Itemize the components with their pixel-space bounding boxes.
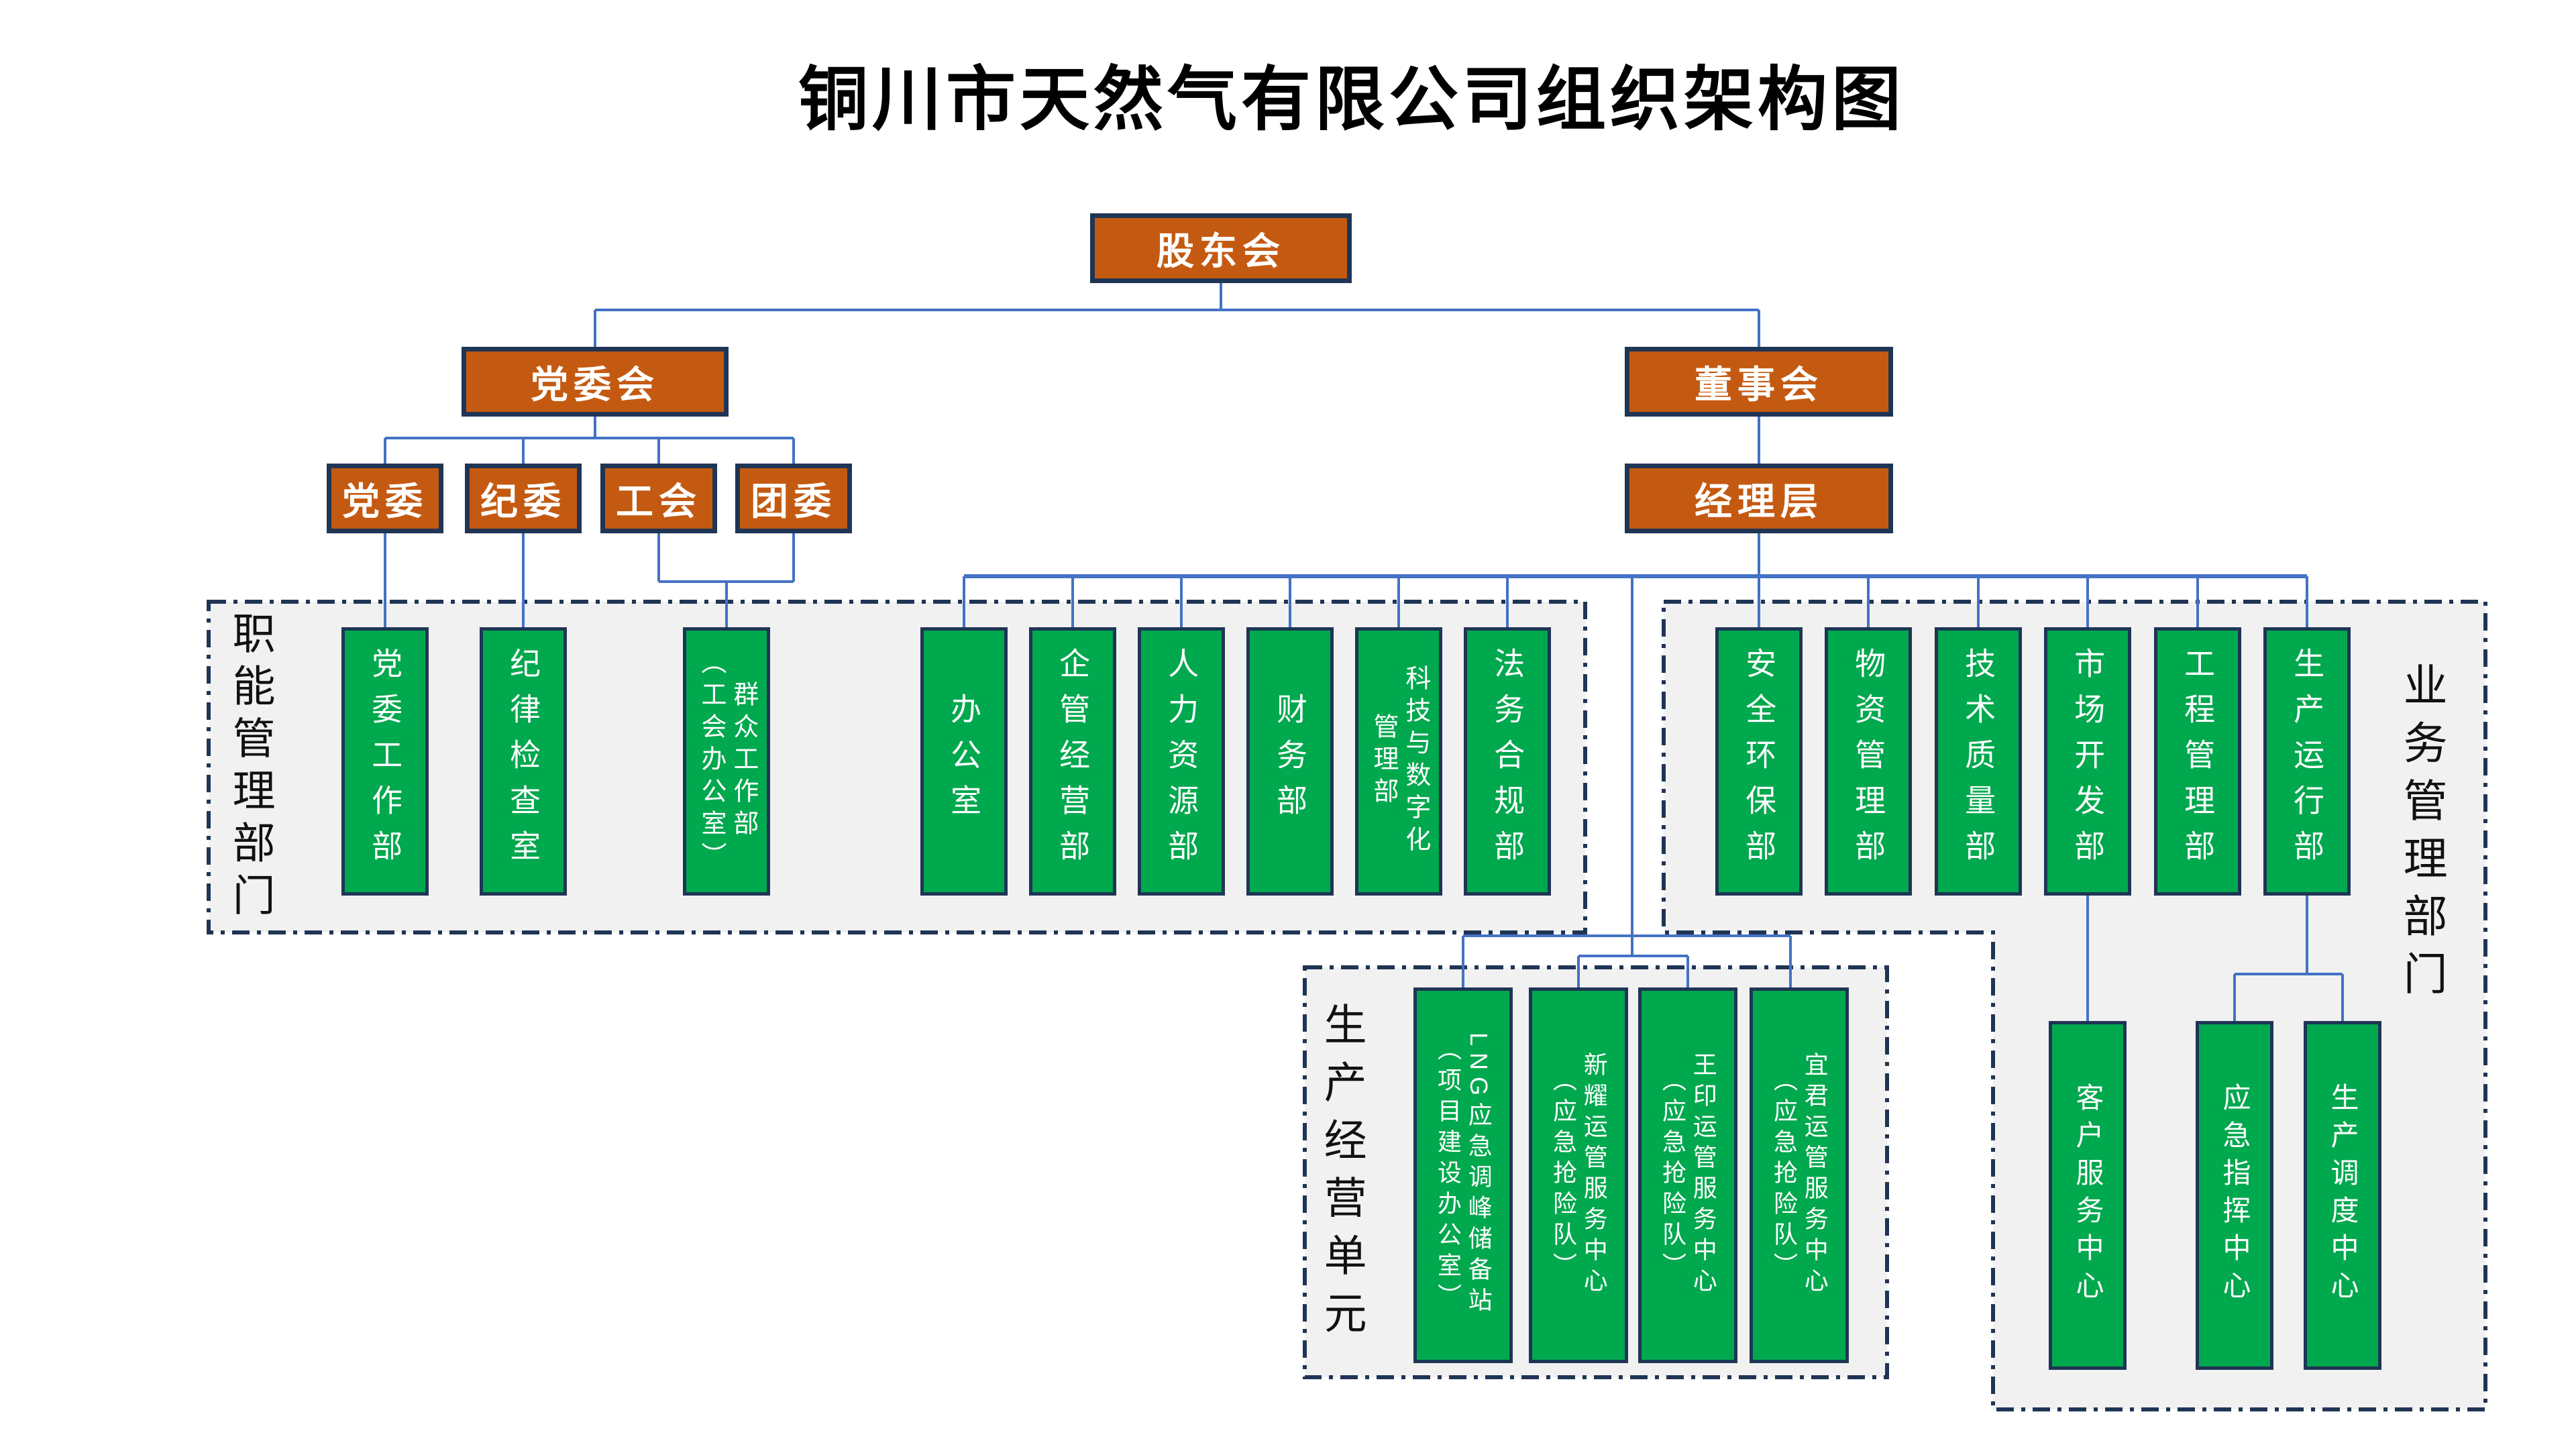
dept-finance: 财务部: [1246, 627, 1334, 896]
center-label: 应急指挥中心: [2219, 1083, 2251, 1308]
unit-yijun-service-center: 宜君运管服务中心 （应急抢险队）: [1750, 987, 1849, 1363]
dept-label: 科技与数字化: [1401, 665, 1430, 858]
unit-xinyao-service-center: 新耀运管服务中心 （应急抢险队）: [1529, 987, 1628, 1363]
dept-label: 财务部: [1273, 693, 1308, 830]
box-shareholders: 股东会: [1090, 213, 1352, 283]
unit-sublabel: （应急抢险队）: [1770, 1067, 1798, 1283]
box-management: 经理层: [1625, 464, 1893, 533]
dept-label: 市场开发部: [2070, 647, 2106, 875]
dept-tech-digital: 科技与数字化 管理部: [1355, 627, 1442, 896]
dept-tech-quality: 技术质量部: [1935, 627, 2022, 896]
dept-engineering: 工程管理部: [2154, 627, 2241, 896]
dept-safety-environment: 安全环保部: [1715, 627, 1803, 896]
dept-label: 群众工作部: [729, 681, 757, 842]
functional-zone-label: 职能管理部门: [223, 611, 277, 925]
dept-general-office: 办公室: [920, 627, 1008, 896]
connector-business-drops: [1867, 576, 2308, 627]
unit-wangyin-service-center: 王印运管服务中心 （应急抢险队）: [1638, 987, 1737, 1363]
dept-label: 党委工作部: [368, 647, 403, 875]
unit-label: 宜君运管服务中心: [1801, 1052, 1829, 1299]
business-zone-label-text: 业务管理部门: [2397, 662, 2447, 1008]
center-label: 生产调度中心: [2327, 1083, 2359, 1308]
unit-sublabel: （应急抢险队）: [1550, 1067, 1577, 1283]
dept-sublabel: 管理部: [1369, 713, 1397, 810]
dept-label: 纪律检查室: [506, 647, 541, 875]
dept-label: 安全环保部: [1741, 647, 1777, 875]
dept-legal-compliance: 法务合规部: [1464, 627, 1551, 896]
dept-label: 技术质量部: [1961, 647, 1996, 875]
connector-shareholders-split: [594, 283, 1760, 347]
dept-production-operation: 生产运行部: [2263, 627, 2351, 896]
connector-party-discipline-drops: [384, 533, 525, 627]
connector-union-youth-merge: [657, 533, 795, 631]
dept-market-development: 市场开发部: [2044, 627, 2131, 896]
center-emergency-command: 应急指挥中心: [2196, 1021, 2273, 1370]
center-customer-service: 客户服务中心: [2049, 1021, 2127, 1370]
dept-label: 企管经营部: [1055, 647, 1091, 875]
dept-label: 生产运行部: [2290, 647, 2325, 875]
production-zone-label-text: 生产经营单元: [1318, 1002, 1366, 1348]
box-labor-union: 工会: [600, 464, 717, 533]
connector-party-committee-split: [384, 417, 795, 464]
center-production-dispatch: 生产调度中心: [2304, 1021, 2381, 1370]
connector-operation-centers-split: [2233, 896, 2344, 1021]
connector-lines: [384, 283, 2344, 1021]
unit-label: 新耀运管服务中心: [1580, 1052, 1608, 1299]
center-label: 客户服务中心: [2072, 1083, 2104, 1308]
box-board: 董事会: [1625, 347, 1893, 417]
dept-sublabel: （工会办公室）: [697, 649, 725, 874]
page-title: 铜川市天然气有限公司组织架构图: [798, 62, 1905, 139]
unit-label: LNG应急调峰储备站: [1464, 1032, 1493, 1319]
unit-sublabel: （应急抢险队）: [1659, 1067, 1686, 1283]
dept-label: 工程管理部: [2180, 647, 2216, 875]
box-discipline-committee: 纪委: [465, 464, 582, 533]
dept-discipline-inspection: 纪律检查室: [480, 627, 567, 896]
dept-materials: 物资管理部: [1825, 627, 1912, 896]
unit-lng-station: LNG应急调峰储备站 （项目建设办公室）: [1413, 987, 1513, 1363]
dept-enterprise-management: 企管经营部: [1029, 627, 1116, 896]
dept-mass-work: 群众工作部 （工会办公室）: [683, 627, 770, 896]
dept-label: 办公室: [947, 693, 982, 830]
production-zone-label: 生产经营单元: [1315, 994, 1368, 1356]
box-youth-league: 团委: [735, 464, 852, 533]
unit-sublabel: （项目建设办公室）: [1434, 1036, 1462, 1314]
box-party: 党委: [327, 464, 443, 533]
dept-human-resources: 人力资源部: [1138, 627, 1225, 896]
dept-label: 法务合规部: [1490, 647, 1525, 875]
dept-label: 人力资源部: [1164, 647, 1199, 875]
dept-label: 物资管理部: [1851, 647, 1886, 875]
dept-party-work: 党委工作部: [341, 627, 429, 896]
box-party-committee: 党委会: [462, 347, 729, 417]
connector-production-split: [1462, 934, 1792, 987]
unit-label: 王印运管服务中心: [1689, 1052, 1717, 1299]
functional-zone-label-text: 职能管理部门: [226, 611, 275, 925]
business-zone-label: 业务管理部门: [2394, 647, 2450, 1023]
connector-functional-drops: [963, 576, 1509, 627]
